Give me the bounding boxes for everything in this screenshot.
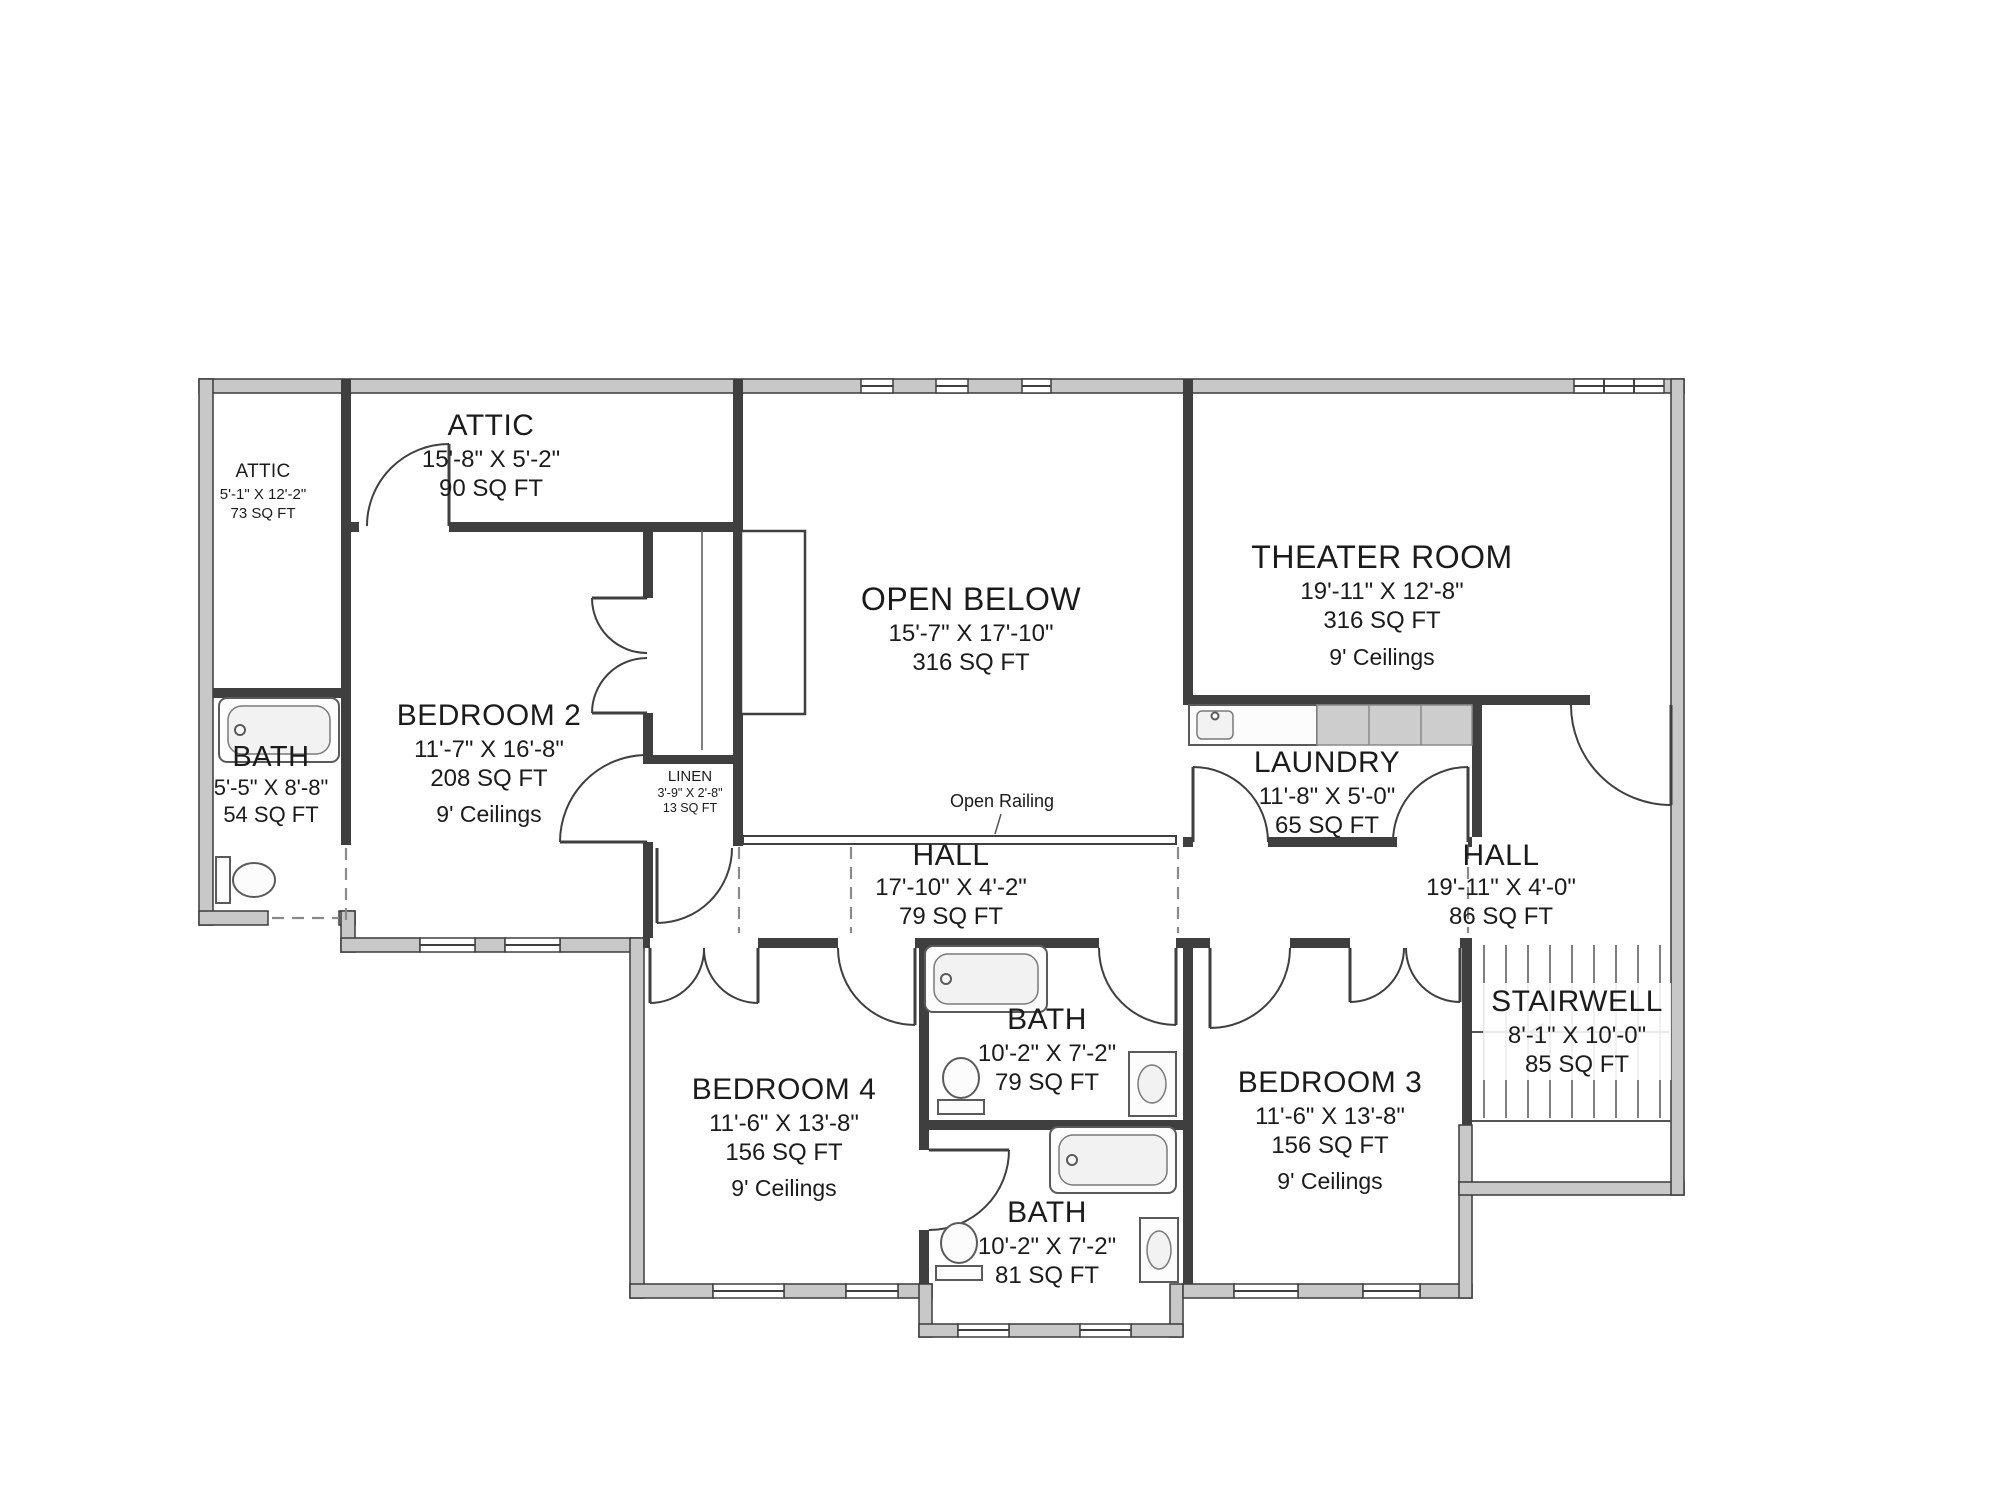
room-label-bath-center: BATH 10'-2" X 7'-2" 79 SQ FT (978, 1002, 1116, 1097)
room-label-stairwell: STAIRWELL 8'-1" X 10'-0" 85 SQ FT (1483, 983, 1671, 1081)
room-dims: 10'-2" X 7'-2" (977, 1039, 1117, 1067)
window-icon (1362, 1283, 1421, 1299)
room-dims: 8'-1" X 10'-0" (1507, 1021, 1647, 1049)
chase (701, 529, 807, 750)
room-label-bath-left: BATH 5'-5" X 8'-8" 54 SQ FT (214, 740, 329, 829)
dashed-openings (272, 847, 1470, 933)
room-dims: 5'-1" X 12'-2" (219, 485, 307, 503)
room-label-bath-bottom: BATH 10'-2" X 7'-2" 81 SQ FT (978, 1195, 1116, 1290)
room-area: 79 SQ FT (898, 902, 1004, 930)
room-area: 13 SQ FT (662, 801, 718, 815)
room-dims: 3'-9" X 2'-8" (657, 786, 723, 800)
room-dims: 10'-2" X 7'-2" (977, 1232, 1117, 1260)
room-ceilings: 9' Ceilings (436, 801, 542, 828)
room-area: 73 SQ FT (230, 505, 296, 523)
room-label-bedroom2: BEDROOM 2 11'-7" X 16'-8" 208 SQ FT 9' C… (397, 698, 582, 828)
room-name: BEDROOM 4 (691, 1073, 877, 1106)
window-icon (1233, 1283, 1299, 1299)
room-dims: 11'-7" X 16'-8" (414, 735, 564, 763)
room-area: 316 SQ FT (912, 649, 1030, 677)
bathtub-icon (924, 945, 1048, 1013)
room-ceilings: 9' Ceilings (1277, 1168, 1383, 1195)
room-label-linen: LINEN 3'-9" X 2'-8" 13 SQ FT (657, 768, 722, 816)
door-swings (366, 443, 1673, 1231)
window-icon (712, 1283, 785, 1299)
room-dims: 11'-6" X 13'-8" (1255, 1102, 1405, 1130)
room-name: STAIRWELL (1491, 985, 1663, 1018)
room-name: THEATER ROOM (1251, 539, 1513, 575)
toilet-icon (937, 1057, 985, 1115)
room-name: OPEN BELOW (860, 581, 1082, 617)
room-name: ATTIC (235, 461, 291, 482)
room-area: 156 SQ FT (725, 1138, 843, 1166)
room-label-hall-right: HALL 19'-11" X 4'-0" 86 SQ FT (1426, 838, 1576, 932)
room-label-bedroom3: BEDROOM 3 11'-6" X 13'-8" 156 SQ FT 9' C… (1238, 1065, 1423, 1195)
room-area: 90 SQ FT (438, 474, 544, 502)
room-name: LINEN (667, 768, 713, 785)
window-icon (845, 1283, 899, 1299)
room-label-hall-center: HALL 17'-10" X 4'-2" 79 SQ FT (875, 838, 1027, 932)
room-label-open-below: OPEN BELOW 15'-7" X 17'-10" 316 SQ FT (861, 580, 1081, 678)
room-area: 86 SQ FT (1448, 902, 1554, 930)
windows (419, 378, 1665, 1338)
laundry-sink-icon (1188, 704, 1318, 746)
room-name: BATH (1007, 1003, 1087, 1036)
room-dims: 11'-8" X 5'-0" (1258, 782, 1396, 810)
room-dims: 15'-7" X 17'-10" (888, 620, 1054, 648)
room-label-theater: THEATER ROOM 19'-11" X 12'-8" 316 SQ FT … (1251, 538, 1512, 671)
room-name: BEDROOM 3 (1237, 1066, 1423, 1099)
interior-walls (213, 379, 1590, 1284)
room-area: 316 SQ FT (1323, 607, 1441, 635)
toilet-icon (935, 1222, 983, 1281)
bathtub-icon (1049, 1126, 1177, 1194)
window-icon (419, 937, 476, 953)
room-area: 54 SQ FT (223, 802, 319, 828)
annotation-text: Open Railing (949, 791, 1055, 811)
room-name: LAUNDRY (1253, 746, 1401, 779)
room-area: 65 SQ FT (1274, 811, 1380, 839)
window-icon (935, 378, 969, 394)
room-label-attic: ATTIC 15'-8" X 5'-2" 90 SQ FT (422, 408, 560, 503)
room-label-attic-small: ATTIC 5'-1" X 12'-2" 73 SQ FT (220, 460, 306, 524)
room-area: 81 SQ FT (994, 1261, 1100, 1289)
room-label-bedroom4: BEDROOM 4 11'-6" X 13'-8" 156 SQ FT 9' C… (692, 1072, 877, 1202)
room-dims: 11'-6" X 13'-8" (709, 1109, 859, 1137)
room-name: BATH (1007, 1196, 1087, 1229)
toilet-icon (215, 856, 276, 904)
window-icon (1573, 378, 1665, 394)
sink-icon (1139, 1217, 1179, 1283)
window-icon (504, 937, 561, 953)
room-name: BEDROOM 2 (396, 699, 582, 732)
room-dims: 5'-5" X 8'-8" (213, 775, 329, 801)
room-dims: 17'-10" X 4'-2" (875, 874, 1027, 901)
room-dims: 15'-8" X 5'-2" (421, 445, 561, 473)
window-icon (1079, 1323, 1132, 1338)
washer-dryer-bay (1316, 704, 1473, 746)
window-icon (860, 378, 894, 394)
room-ceilings: 9' Ceilings (1329, 643, 1435, 670)
room-dims: 19'-11" X 12'-8" (1300, 578, 1464, 606)
room-area: 79 SQ FT (994, 1068, 1100, 1096)
open-railing-label: Open Railing (949, 791, 1055, 812)
room-dims: 19'-11" X 4'-0" (1426, 874, 1576, 901)
room-name: BATH (232, 741, 310, 773)
window-icon (1021, 378, 1052, 394)
room-area: 85 SQ FT (1524, 1050, 1630, 1078)
window-icon (957, 1323, 1010, 1338)
room-area: 156 SQ FT (1271, 1131, 1389, 1159)
room-name: ATTIC (447, 409, 535, 442)
open-railing (742, 813, 1177, 845)
room-name: HALL (912, 839, 990, 872)
room-label-laundry: LAUNDRY 11'-8" X 5'-0" 65 SQ FT (1254, 745, 1400, 840)
sink-icon (1128, 1051, 1177, 1117)
bathtub-icon (218, 697, 340, 763)
room-ceilings: 9' Ceilings (731, 1175, 837, 1202)
room-area: 208 SQ FT (430, 764, 548, 792)
fixtures (215, 697, 1473, 1283)
room-name: HALL (1462, 839, 1540, 872)
